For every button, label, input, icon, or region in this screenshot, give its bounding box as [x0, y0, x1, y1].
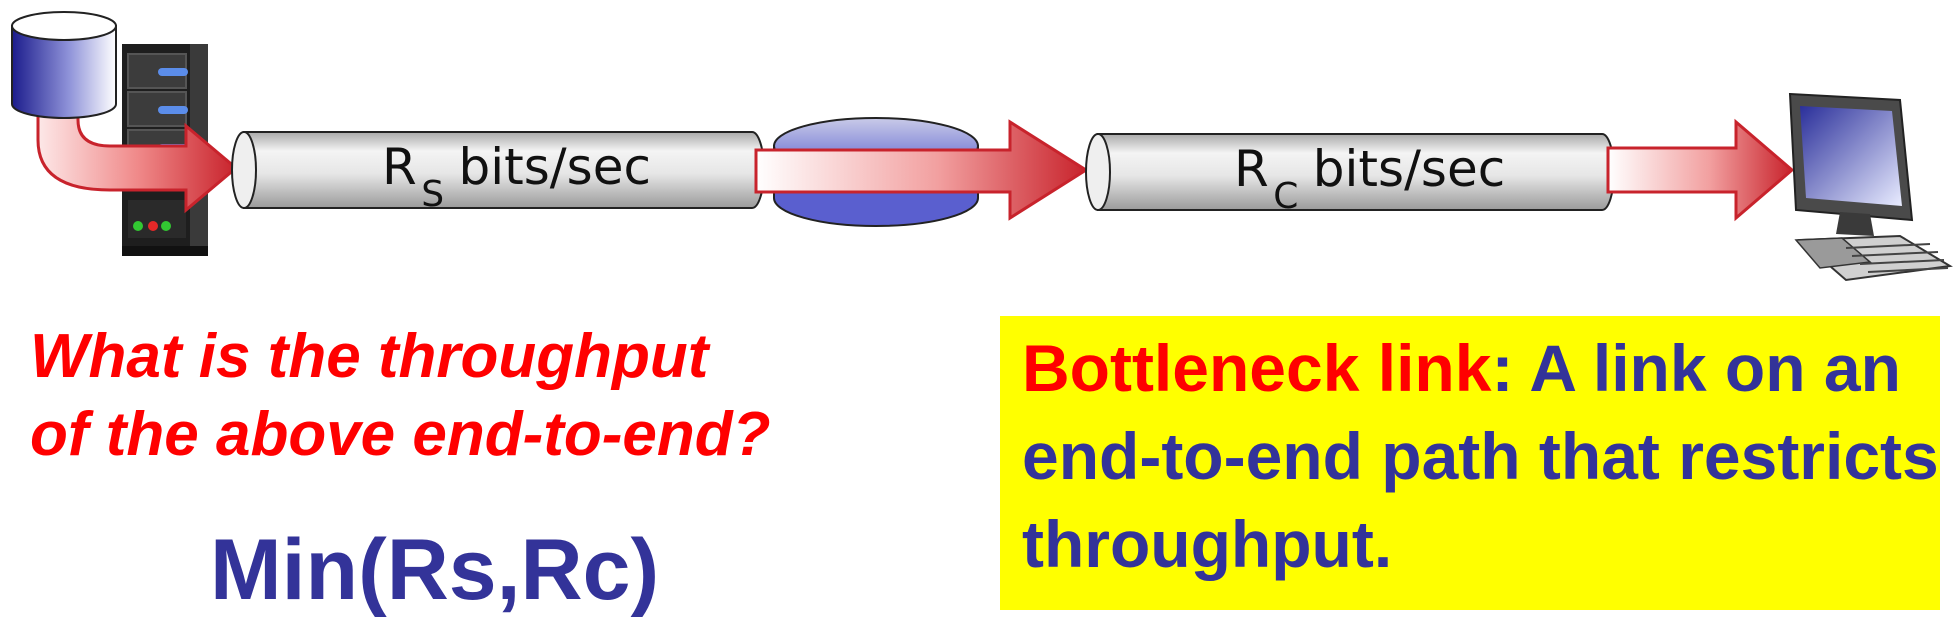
data-flow-arrow-through-router — [754, 119, 1089, 221]
network-path-diagram: R S bits/sec R C bits/sec — [11, 11, 1953, 282]
client-link-pipe — [1085, 133, 1615, 211]
throughput-question: What is the throughput of the above end-… — [30, 318, 990, 474]
data-flow-arrow-from-database — [36, 108, 239, 214]
database-icon — [11, 11, 117, 119]
bottleneck-definition-box: Bottleneck link: A link on an end-to-end… — [1000, 316, 1940, 610]
question-line-2: of the above end-to-end? — [30, 400, 771, 469]
client-link-rate-label: R C bits/sec — [1234, 140, 1505, 217]
server-link-pipe — [231, 131, 765, 209]
desktop-computer-icon — [1788, 92, 1953, 282]
question-line-1: What is the throughput — [30, 322, 709, 391]
throughput-answer: Min(Rs,Rc) — [210, 522, 660, 618]
definition-body: : A link on an end-to-end path that rest… — [1022, 331, 1939, 581]
definition-term: Bottleneck link — [1022, 331, 1492, 405]
data-flow-arrow-to-client — [1606, 118, 1795, 222]
definition-text: Bottleneck link: A link on an end-to-end… — [1022, 324, 1940, 588]
server-link-rate-label: R S bits/sec — [382, 138, 651, 215]
